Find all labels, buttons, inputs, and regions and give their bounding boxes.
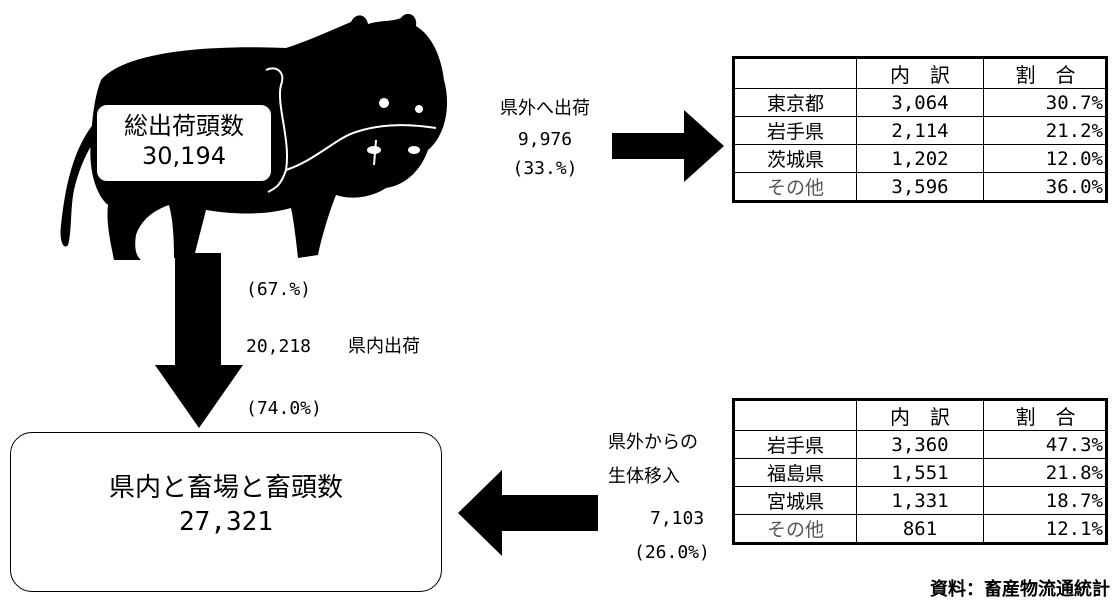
row-count: 3,360 [856, 430, 984, 459]
row-ratio: 30.7% [983, 88, 1107, 117]
table-row: 岩手県 3,360 47.3% [733, 430, 1107, 459]
row-ratio: 36.0% [983, 172, 1107, 202]
row-count: 3,064 [856, 88, 984, 117]
row-count: 2,114 [856, 116, 984, 145]
row-prefecture: 岩手県 [733, 430, 857, 459]
inside-value: 20,218 [246, 336, 312, 357]
table-header-ratio: 割 合 [983, 57, 1107, 89]
outside-label: 県外へ出荷 [500, 98, 590, 119]
source-note: 資料：畜産物流通統計 [930, 579, 1110, 600]
shipment-destination-table: 内 訳 割 合 東京都 3,064 30.7% 岩手県 2,114 21.2% … [732, 56, 1108, 203]
row-ratio: 21.2% [983, 116, 1107, 145]
row-ratio: 21.8% [983, 458, 1107, 487]
table-header-row: 内 訳 割 合 [733, 57, 1107, 89]
table-row: その他 861 12.1% [733, 514, 1107, 544]
row-prefecture: 宮城県 [733, 486, 857, 515]
row-ratio: 18.7% [983, 486, 1107, 515]
outside-value: 9,976 [517, 129, 573, 150]
right-arrow-icon [612, 110, 724, 182]
dest-label: 県内と畜場と畜頭数 [108, 473, 343, 503]
total-label: 総出荷頭数 [124, 112, 244, 140]
outside-pct: (33.%) [512, 158, 578, 179]
table-header-row: 内 訳 割 合 [733, 399, 1107, 431]
inflow-value: 7,103 [650, 508, 705, 529]
row-prefecture: 岩手県 [733, 116, 857, 145]
table-row: 岩手県 2,114 21.2% [733, 116, 1107, 145]
row-prefecture: 茨城県 [733, 144, 857, 173]
row-prefecture: その他 [733, 514, 857, 544]
row-prefecture: 福島県 [733, 458, 857, 487]
row-count: 1,202 [856, 144, 984, 173]
total-value: 30,194 [142, 142, 226, 170]
row-count: 861 [856, 514, 984, 544]
total-shipments-box: 総出荷頭数 30,194 [95, 103, 273, 183]
row-ratio: 12.0% [983, 144, 1107, 173]
table-header-blank [733, 57, 857, 89]
row-count: 1,551 [856, 458, 984, 487]
inflow-label-1: 県外からの [608, 432, 698, 453]
down-arrow-icon [155, 253, 243, 428]
table-row: 東京都 3,064 30.7% [733, 88, 1107, 117]
table-header-breakdown: 内 訳 [856, 399, 984, 431]
inside-label: 県内出荷 [348, 336, 420, 357]
dest-value: 27,321 [179, 507, 273, 537]
inside-pct-bottom: (74.0%) [246, 398, 322, 419]
slaughter-count-box: 県内と畜場と畜頭数 27,321 [10, 432, 442, 592]
table-header-blank [733, 399, 857, 431]
table-row: その他 3,596 36.0% [733, 172, 1107, 202]
inflow-source-table: 内 訳 割 合 岩手県 3,360 47.3% 福島県 1,551 21.8% … [732, 398, 1108, 545]
left-arrow-icon [458, 470, 598, 556]
table-header-breakdown: 内 訳 [856, 57, 984, 89]
table-row: 福島県 1,551 21.8% [733, 458, 1107, 487]
inflow-pct: (26.0%) [634, 542, 710, 563]
inside-pct-top: (67.%) [246, 279, 312, 300]
table-header-ratio: 割 合 [983, 399, 1107, 431]
row-prefecture: その他 [733, 172, 857, 202]
table-row: 茨城県 1,202 12.0% [733, 144, 1107, 173]
row-count: 1,331 [856, 486, 984, 515]
table-row: 宮城県 1,331 18.7% [733, 486, 1107, 515]
row-count: 3,596 [856, 172, 984, 202]
row-ratio: 47.3% [983, 430, 1107, 459]
inflow-label-2: 生体移入 [608, 466, 680, 487]
row-ratio: 12.1% [983, 514, 1107, 544]
row-prefecture: 東京都 [733, 88, 857, 117]
